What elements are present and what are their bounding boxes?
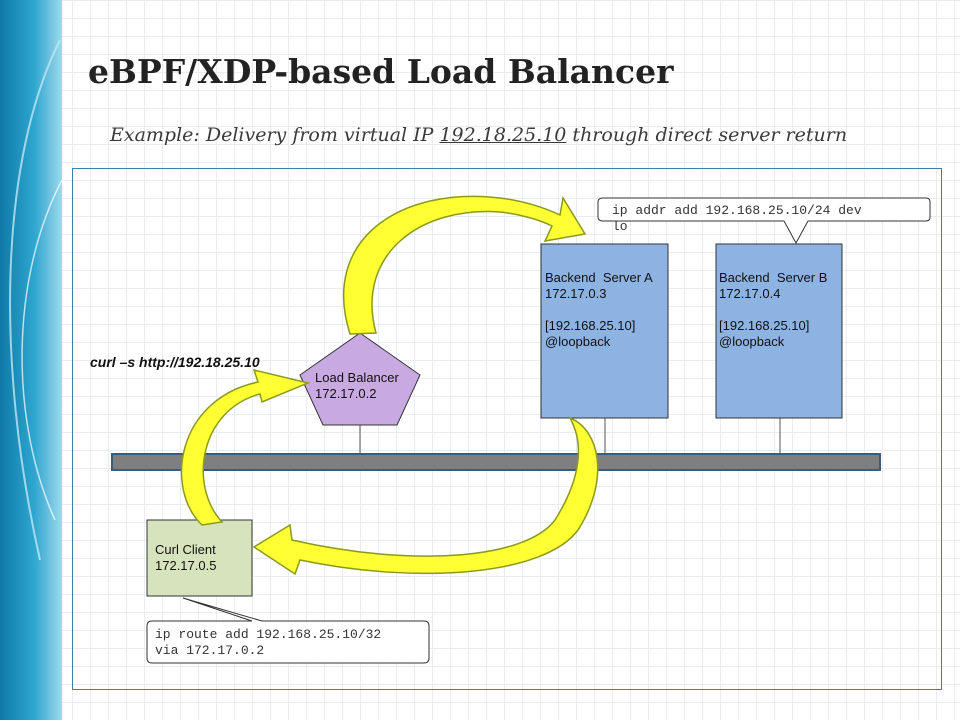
load-balancer-name: Load Balancer	[315, 370, 399, 385]
slide-title: eBPF/XDP-based Load Balancer	[88, 52, 674, 91]
network-bus	[111, 453, 881, 471]
curved-arrow-client-to-lb	[180, 368, 311, 526]
load-balancer-ip: 172.17.0.2	[315, 386, 377, 401]
decorative-side-band	[0, 0, 63, 720]
curl-client-name: Curl Client	[155, 542, 216, 557]
curl-command-label: curl –s http://192.18.25.10	[90, 354, 260, 370]
server-a-iface: @loopback	[545, 334, 611, 349]
curl-client-ip: 172.17.0.5	[155, 558, 217, 573]
server-b-name: Backend Server B	[719, 270, 828, 285]
server-a-spacer	[545, 302, 653, 318]
curl-client-box	[146, 519, 253, 597]
curved-arrow-lb-to-server-a	[343, 195, 587, 335]
subtitle-virtual-ip: 192.18.25.10	[439, 124, 567, 146]
server-command-line1: ip addr add 192.168.25.10/24 dev	[612, 203, 862, 218]
load-balancer-pentagon	[299, 332, 421, 426]
diagram-frame	[72, 168, 942, 690]
curved-arrow-server-to-client	[252, 416, 599, 576]
client-command-line1: ip route add 192.168.25.10/32	[155, 627, 382, 642]
server-a-vip: [192.168.25.10]	[545, 318, 636, 333]
backend-server-a-box	[540, 243, 669, 419]
server-b-ip: 172.17.0.4	[719, 286, 781, 301]
server-a-ip: 172.17.0.3	[545, 286, 607, 301]
subtitle-prefix: Example: Delivery from virtual IP	[110, 124, 440, 146]
server-a-name: Backend Server A	[545, 270, 653, 285]
subtitle-suffix: through direct server return	[566, 124, 848, 146]
swoosh-decoration	[9, 39, 63, 561]
server-b-spacer	[719, 302, 827, 318]
client-command-line2: via 172.17.0.2	[155, 643, 265, 658]
server-b-iface: @loopback	[719, 334, 785, 349]
server-command-callout	[597, 197, 931, 245]
client-command-callout	[146, 597, 430, 664]
slide-subtitle: Example: Delivery from virtual IP 192.18…	[110, 124, 847, 146]
backend-server-b-box	[715, 243, 843, 419]
server-command-line2: lo	[612, 219, 628, 234]
server-b-vip: [192.168.25.10]	[719, 318, 810, 333]
